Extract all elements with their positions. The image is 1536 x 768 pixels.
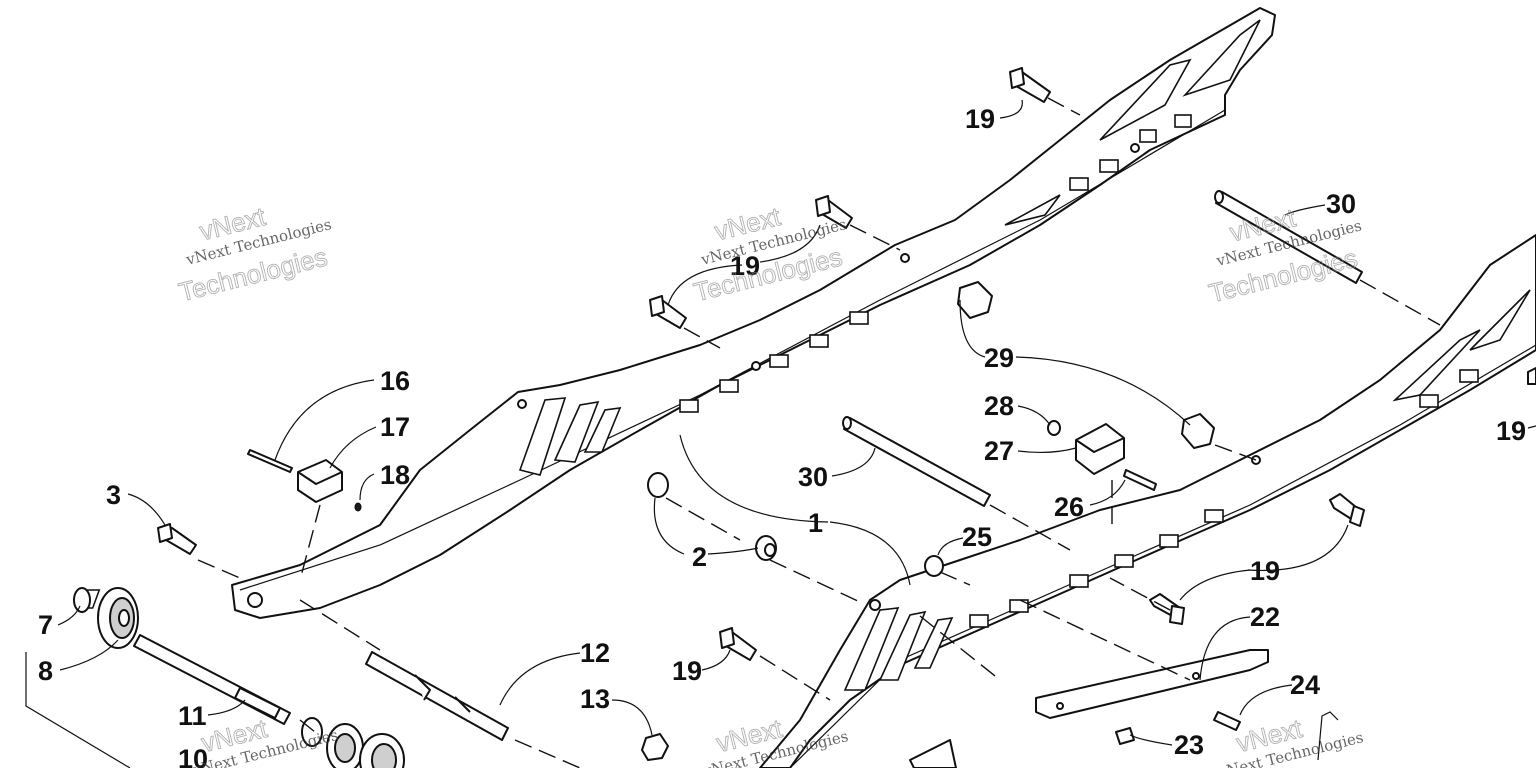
bolt-19-lower [1149,593,1185,625]
bumper-17 [297,459,343,503]
callout-30-rear: 30 [1326,189,1356,219]
nut-28 [1047,420,1061,436]
callout-10: 10 [178,744,208,768]
cross-shaft-30-rear [1214,190,1363,284]
callout-28: 28 [984,391,1014,421]
leader-lines [57,97,1536,768]
screw-24 [1213,711,1241,731]
watermark-bottom-right: vNext vNext Technologies [1215,712,1365,768]
cross-shaft-30-center [842,416,991,507]
callout-22: 22 [1250,602,1280,632]
callout-18: 18 [380,460,410,490]
callout-30-center: 30 [798,462,828,492]
callout-13: 13 [580,684,610,714]
nut-25 [924,555,944,577]
clip-18 [354,502,362,512]
nut-13 [641,733,669,761]
bolt-19-bottom [719,627,757,661]
lower-bracket [909,739,957,768]
washer-2-upper [647,472,669,498]
front-axle-12 [365,651,509,741]
left-rail-slots [77,114,1192,609]
screw-23 [1115,727,1135,745]
callout-26: 26 [1054,492,1084,522]
callout-labels: 1 2 3 7 8 10 11 12 13 16 17 18 19 19 19 … [38,104,1526,768]
callout-2: 2 [692,542,707,572]
wear-strip-22 [1035,649,1269,719]
bolt-19-mid-upper [815,195,853,229]
bolt-19-mid-lower [649,295,687,329]
left-slide-rail [77,7,1276,619]
callout-25: 25 [962,522,992,552]
callout-19-edge: 19 [1496,416,1526,446]
bushing-2 [755,535,777,561]
callout-19-bottom: 19 [672,656,702,686]
frame-outline-left [25,652,131,768]
pin-16 [247,449,293,473]
callout-23: 23 [1174,730,1204,760]
hex-key [1317,711,1339,761]
callout-16: 16 [380,366,410,396]
axle-shaft-11 [133,634,291,725]
callout-24: 24 [1290,670,1320,700]
callout-7: 7 [38,610,53,640]
bolt-19-right [1329,493,1365,527]
bumper-block-27 [1075,423,1125,475]
watermark-top-left: vNext vNext Technologies Technologies [175,201,333,308]
callout-1: 1 [808,508,823,538]
bolt-3 [157,523,197,555]
callout-19-right: 19 [1250,556,1280,586]
retaining-ring-7 [73,587,91,613]
right-rail-slots [969,369,1479,628]
spacer-29-lower [1181,413,1215,449]
callout-27: 27 [984,436,1014,466]
spacer-29-upper [957,281,993,319]
callout-17: 17 [380,412,410,442]
callout-29: 29 [984,343,1014,373]
callout-3: 3 [106,480,121,510]
callout-19-mid: 19 [730,251,760,281]
callout-19-top: 19 [965,104,995,134]
bolt-19-top [1009,67,1051,103]
bolt-19-far-right [1527,367,1536,385]
screw-26 [1123,469,1157,491]
idler-wheel-8 [97,587,139,649]
callout-8: 8 [38,656,53,686]
callout-11: 11 [178,701,207,731]
callout-12: 12 [580,638,610,668]
idler-wheel-10 [301,717,405,768]
